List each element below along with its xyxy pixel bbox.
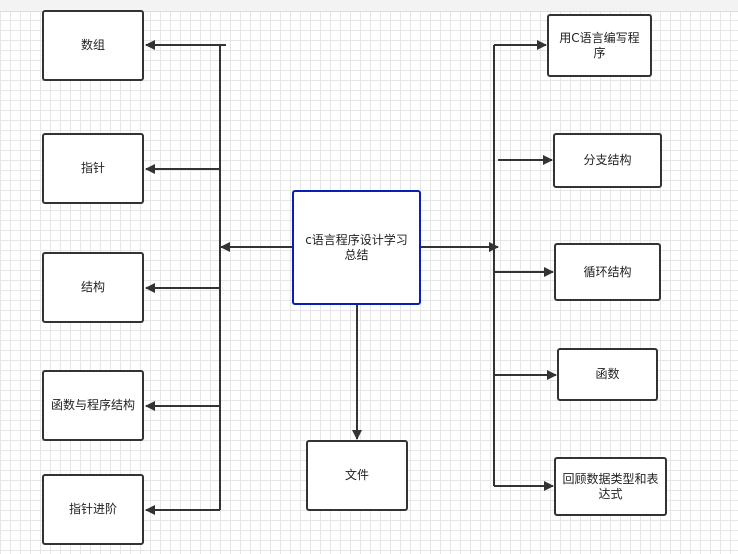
node-advanced-pointer-label: 指针进阶 [68, 502, 117, 516]
node-loop-structure[interactable]: 循环结构 [554, 243, 661, 301]
node-pointer[interactable]: 指针 [42, 133, 144, 204]
node-branch-structure[interactable]: 分支结构 [553, 133, 662, 188]
node-loop-structure-label: 循环结构 [583, 264, 632, 279]
node-write-c-program[interactable]: 用C语言编写程序 [547, 14, 652, 77]
node-file[interactable]: 文件 [306, 440, 408, 511]
node-review-data-types-label: 回顾数据类型和表达式 [562, 471, 659, 501]
node-pointer-label: 指针 [80, 161, 105, 175]
node-function-program-structure-label: 函数与程序结构 [50, 398, 135, 412]
node-function[interactable]: 函数 [557, 348, 658, 401]
canvas-top-strip [0, 0, 738, 12]
node-advanced-pointer[interactable]: 指针进阶 [42, 474, 144, 545]
node-center-topic[interactable]: c语言程序设计学习总结 [292, 190, 421, 305]
node-array-label: 数组 [80, 38, 105, 52]
node-review-data-types[interactable]: 回顾数据类型和表达式 [554, 457, 667, 516]
node-center-topic-label: c语言程序设计学习总结 [305, 232, 408, 262]
node-struct-label: 结构 [80, 280, 105, 294]
node-branch-structure-label: 分支结构 [583, 153, 632, 167]
node-struct[interactable]: 结构 [42, 252, 144, 323]
node-array[interactable]: 数组 [42, 10, 144, 81]
node-write-c-program-label: 用C语言编写程序 [559, 30, 640, 60]
node-function-program-structure[interactable]: 函数与程序结构 [42, 370, 144, 441]
node-function-label: 函数 [595, 367, 620, 381]
node-file-label: 文件 [344, 468, 369, 482]
